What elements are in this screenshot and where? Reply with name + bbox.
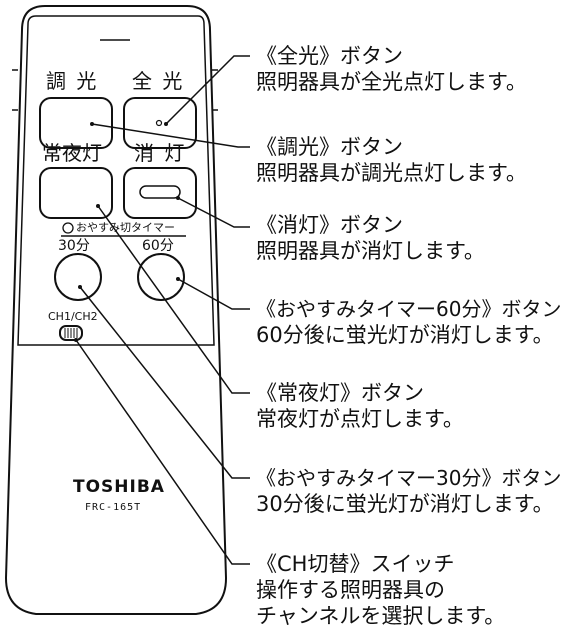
timer-30-label: 30分 xyxy=(58,238,90,254)
leader-off xyxy=(177,197,250,228)
full-button-label: 全 光 xyxy=(132,69,185,93)
full-light-indicator-icon xyxy=(155,119,163,127)
remote-body xyxy=(4,5,228,615)
callout-timer60-desc: 60分後に蛍光灯が消灯します。 xyxy=(256,323,554,347)
callout-timer60-title: 《おやすみタイマー60分》ボタン xyxy=(256,297,562,321)
full-light-button xyxy=(123,97,197,149)
timer-30-button xyxy=(54,253,102,301)
callout-full-desc: 照明器具が全光点灯します。 xyxy=(256,70,527,94)
leader-dim xyxy=(91,123,250,148)
callout-off-title: 《消灯》ボタン xyxy=(256,213,403,237)
timer-60-label: 60分 xyxy=(142,238,174,254)
sleep-timer-label: おやすみ切タイマー xyxy=(76,221,175,234)
callout-night-desc: 常夜灯が点灯します。 xyxy=(256,407,464,431)
ch-switch xyxy=(59,325,83,341)
callout-off-desc: 照明器具が消灯します。 xyxy=(256,239,485,263)
callout-timer30-title: 《おやすみタイマー30分》ボタン xyxy=(256,466,562,490)
off-indicator-icon xyxy=(139,185,181,199)
off-button xyxy=(123,167,197,219)
callout-full-title: 《全光》ボタン xyxy=(256,44,403,68)
leader-night xyxy=(97,205,250,394)
night-light-button xyxy=(39,167,113,219)
dim-button xyxy=(39,97,113,149)
callout-timer30-desc: 30分後に蛍光灯が消灯します。 xyxy=(256,492,554,516)
callout-dim-desc: 照明器具が調光点灯します。 xyxy=(256,161,527,185)
dim-button-label: 調 光 xyxy=(46,69,99,93)
callout-ch-desc2: チャンネルを選択します。 xyxy=(256,604,506,628)
callout-ch-desc: 操作する照明器具の xyxy=(256,578,445,602)
callout-dim-title: 《調光》ボタン xyxy=(256,135,403,159)
model-number: FRC-165T xyxy=(85,502,142,513)
timer-clock-icon xyxy=(62,222,74,234)
night-button-label: 常夜灯 xyxy=(42,141,102,165)
leader-timer30 xyxy=(79,286,250,479)
callout-night-title: 《常夜灯》ボタン xyxy=(256,381,424,405)
callout-ch-title: 《CH切替》スイッチ xyxy=(256,552,455,576)
off-button-label: 消 灯 xyxy=(134,141,187,165)
ch-switch-label: CH1/CH2 xyxy=(48,310,98,323)
timer-60-button xyxy=(137,253,185,301)
leader-full xyxy=(165,55,250,125)
brand-logo: TOSHIBA xyxy=(73,477,165,497)
remote-top-panel xyxy=(17,15,215,346)
leader-timer60 xyxy=(177,278,250,310)
leader-ch xyxy=(75,339,250,565)
